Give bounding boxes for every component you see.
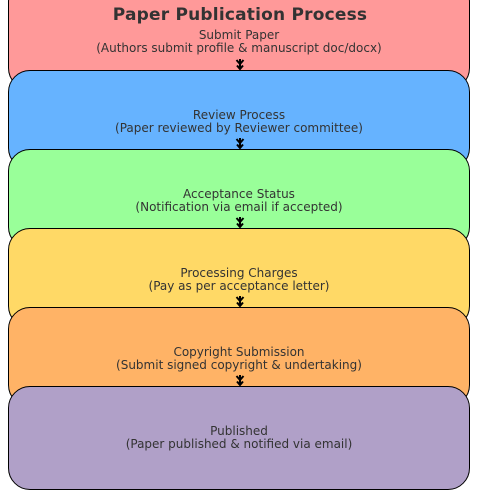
- arrow-down-icon: [235, 59, 245, 70]
- arrow-down-icon: [235, 138, 245, 149]
- step-processing-charges-text: Processing Charges (Pay as per acceptanc…: [9, 267, 469, 293]
- step-review-process-label: Review Process: [192, 108, 286, 122]
- step-published-text: Published (Paper published & notified vi…: [9, 425, 469, 451]
- step-acceptance-status-label: Acceptance Status: [183, 187, 295, 201]
- step-copyright-submission-label: Copyright Submission: [173, 345, 305, 359]
- step-published: Published (Paper published & notified vi…: [8, 386, 470, 490]
- step-processing-charges-detail: (Pay as per acceptance letter): [148, 279, 330, 293]
- step-copyright-submission-detail: (Submit signed copyright & undertaking): [116, 358, 362, 372]
- step-published-label: Published: [210, 424, 268, 438]
- step-submit-paper-detail: (Authors submit profile & manuscript doc…: [96, 41, 382, 55]
- arrow-down-icon: [235, 217, 245, 228]
- step-submit-paper-label: Submit Paper: [198, 28, 280, 42]
- diagram-title: Paper Publication Process: [112, 5, 368, 25]
- step-acceptance-status-detail: (Notification via email if accepted): [135, 200, 343, 214]
- step-copyright-submission-text: Copyright Submission (Submit signed copy…: [9, 346, 469, 372]
- step-processing-charges-label: Processing Charges: [180, 266, 298, 280]
- step-published-detail: (Paper published & notified via email): [125, 437, 353, 451]
- arrow-down-icon: [235, 296, 245, 307]
- step-review-process-text: Review Process (Paper reviewed by Review…: [9, 109, 469, 135]
- step-review-process-detail: (Paper reviewed by Reviewer committee): [115, 121, 363, 135]
- arrow-down-icon: [235, 375, 245, 386]
- step-acceptance-status-text: Acceptance Status (Notification via emai…: [9, 188, 469, 214]
- step-submit-paper-text: Submit Paper (Authors submit profile & m…: [9, 29, 469, 55]
